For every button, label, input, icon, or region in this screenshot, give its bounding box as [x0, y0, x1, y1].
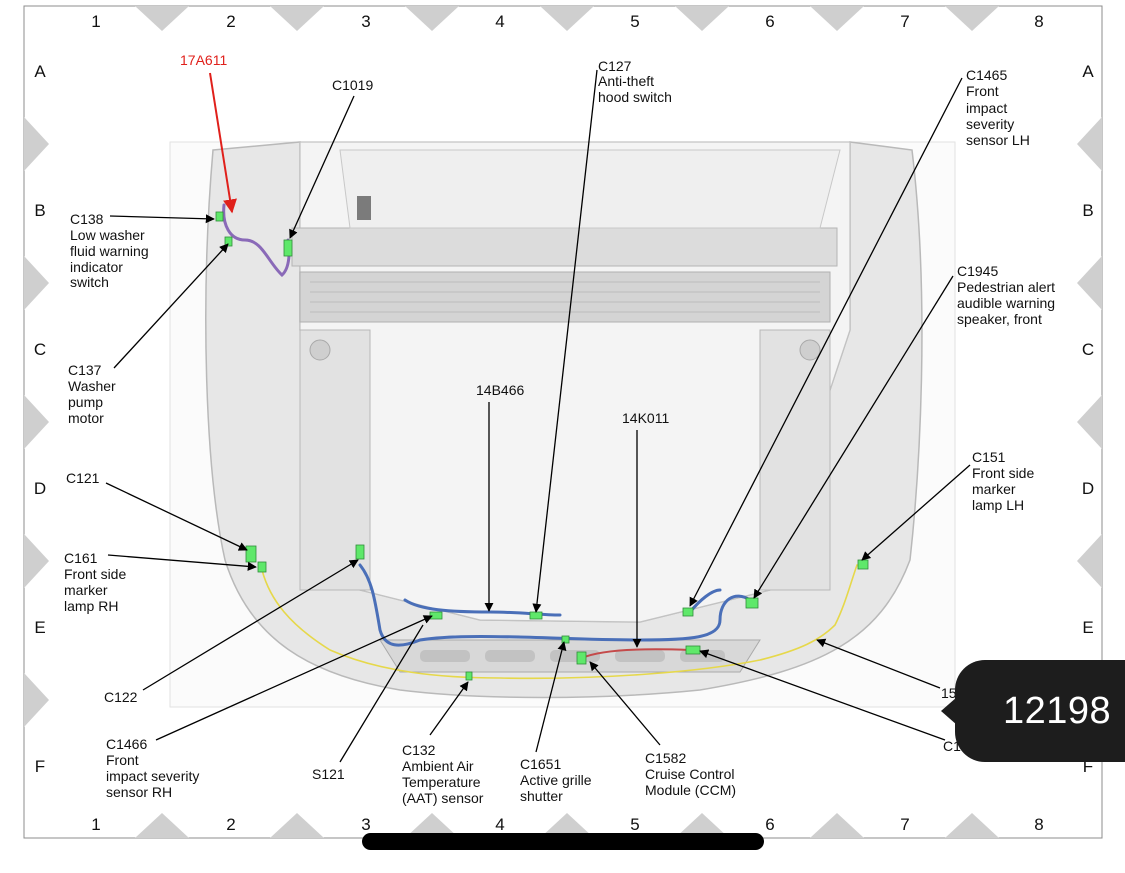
- row-label-right: F: [1083, 757, 1093, 776]
- col-label-top: 6: [765, 12, 774, 31]
- label-c137: C137 Washer pump motor: [68, 362, 120, 426]
- label-s121: S121: [312, 766, 345, 782]
- connector-c1019: [283, 239, 293, 257]
- connectors: [215, 211, 869, 681]
- label-c1019: C1019: [332, 77, 373, 93]
- connector-c161: [257, 561, 267, 573]
- label-c138: C138 Low washer fluid warning indicator …: [70, 211, 153, 290]
- col-label-bottom: 6: [765, 815, 774, 834]
- row-label-right: B: [1082, 201, 1093, 220]
- label-c161: C161 Front side marker lamp RH: [64, 550, 130, 614]
- row-label-left: D: [34, 479, 46, 498]
- connector-c132: [465, 671, 473, 681]
- connector-c1651: [561, 635, 570, 644]
- col-label-bottom: 7: [900, 815, 909, 834]
- wiring-harness: [222, 203, 858, 680]
- connector-c138: [215, 211, 224, 222]
- leader-lines: [105, 69, 971, 763]
- label-14k011: 14K011: [622, 410, 669, 426]
- label-14b466: 14B466: [476, 382, 524, 398]
- connector-c1466: [429, 611, 443, 620]
- connector-c1945: [745, 597, 759, 609]
- col-label-top: 4: [495, 12, 504, 31]
- row-label-right: C: [1082, 340, 1094, 359]
- label-17a611: 17A611: [180, 52, 227, 68]
- label-c1466: C1466 Front impact severity sensor RH: [106, 736, 203, 800]
- connector-c127: [529, 611, 543, 620]
- connector-c151: [857, 559, 869, 570]
- connector-c10: [685, 645, 701, 655]
- col-label-bottom: 5: [630, 815, 639, 834]
- row-label-left: C: [34, 340, 46, 359]
- col-label-top: 2: [226, 12, 235, 31]
- washer-harness-purple: [222, 203, 291, 278]
- page-number-badge[interactable]: 12198: [941, 660, 1125, 762]
- connector-c1582: [576, 651, 587, 665]
- yellow-harness: [261, 564, 858, 680]
- row-label-right: D: [1082, 479, 1094, 498]
- row-label-left: E: [34, 618, 45, 637]
- vehicle-front-end-illustration: [169, 141, 956, 708]
- connector-c137: [224, 236, 233, 247]
- red-harness: [581, 648, 691, 659]
- row-label-right: A: [1082, 62, 1094, 81]
- label-c132: C132 Ambient Air Temperature (AAT) senso…: [402, 742, 484, 806]
- main-harness-blue: [358, 563, 752, 647]
- page-number: 12198: [1003, 690, 1112, 732]
- label-c1465: C1465 Front impact severity sensor LH: [966, 67, 1030, 148]
- col-label-bottom: 8: [1034, 815, 1043, 834]
- col-label-top: 3: [361, 12, 370, 31]
- connector-c121: [245, 545, 257, 563]
- component-labels: 17A611 C1019 C127 Anti-theft hood switch…: [64, 52, 1059, 806]
- home-indicator-bar[interactable]: [362, 833, 764, 850]
- label-c127: C127 Anti-theft hood switch: [598, 58, 672, 105]
- label-c122: C122: [104, 689, 138, 705]
- col-label-bottom: 4: [495, 815, 504, 834]
- grid-border-markers: [24, 6, 1102, 838]
- connector-c122: [355, 544, 365, 560]
- label-c1651: C1651 Active grille shutter: [520, 756, 595, 804]
- col-label-bottom: 2: [226, 815, 235, 834]
- col-label-top: 1: [91, 12, 100, 31]
- label-c1945: C1945 Pedestrian alert audible warning s…: [957, 263, 1059, 327]
- row-label-right: E: [1082, 618, 1093, 637]
- col-label-top: 5: [630, 12, 639, 31]
- col-label-bottom: 3: [361, 815, 370, 834]
- col-label-top: 8: [1034, 12, 1043, 31]
- label-c121: C121: [66, 470, 100, 486]
- row-label-left: A: [34, 62, 46, 81]
- col-label-bottom: 1: [91, 815, 100, 834]
- connector-c1465: [682, 607, 694, 617]
- grid-labels: 1 2 3 4 5 6 7 8 1 2 3 4 5 6 7 8 A B C D …: [34, 12, 1094, 834]
- row-label-left: B: [34, 201, 45, 220]
- label-c151: C151 Front side marker lamp LH: [972, 449, 1038, 513]
- col-label-top: 7: [900, 12, 909, 31]
- label-c1582: C1582 Cruise Control Module (CCM): [645, 750, 738, 798]
- row-label-left: F: [35, 757, 45, 776]
